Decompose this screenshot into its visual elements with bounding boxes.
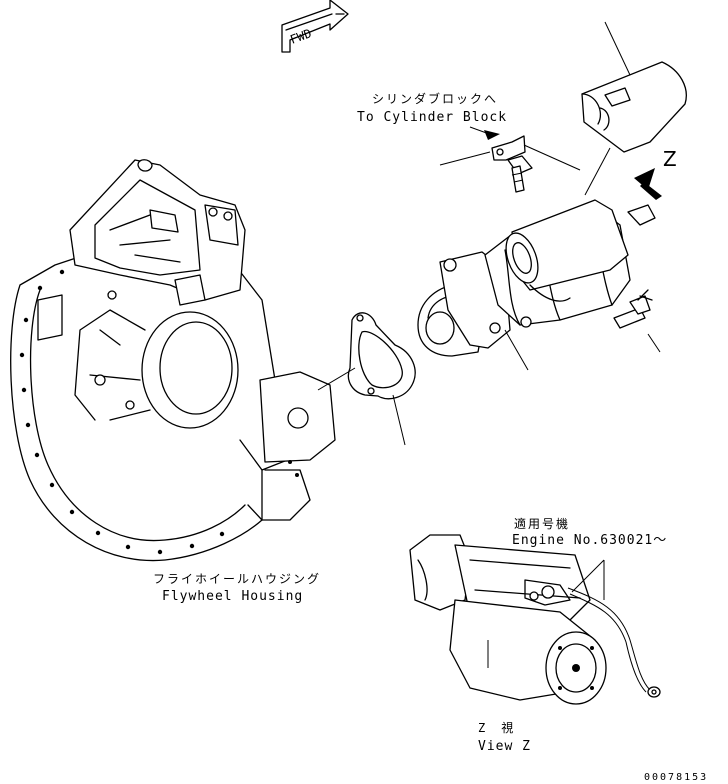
view-z-label: View Z — [478, 739, 531, 754]
view-marker-label: Z — [663, 147, 677, 171]
bolt — [507, 155, 533, 193]
terminal-cover — [581, 21, 687, 196]
fwd-label: FWD — [288, 26, 313, 47]
flange-bolt-holes — [19, 259, 225, 555]
flywheel-housing-label-jp: フライホイールハウジング — [153, 572, 321, 586]
flywheel-housing-label: Flywheel Housing — [162, 589, 303, 604]
drawing-number: 00078153 — [644, 772, 708, 783]
view-z-label-jp: Z 視 — [478, 720, 515, 735]
to-cylinder-block-label-jp: シリンダブロックへ — [372, 91, 498, 106]
view-z-arrow-icon: Z — [634, 147, 677, 200]
to-cylinder-block-label: To Cylinder Block — [357, 110, 507, 125]
flywheel-housing — [10, 159, 336, 562]
serial-applicability-label-jp: 適用号機 — [514, 516, 570, 531]
bracket — [439, 126, 581, 171]
starter-motor — [417, 199, 661, 371]
gasket — [317, 312, 416, 446]
fwd-arrow-icon: FWD — [281, 0, 349, 53]
serial-applicability-label: Engine No.630021～ — [512, 533, 667, 548]
starter-motor-view-z — [409, 534, 661, 705]
